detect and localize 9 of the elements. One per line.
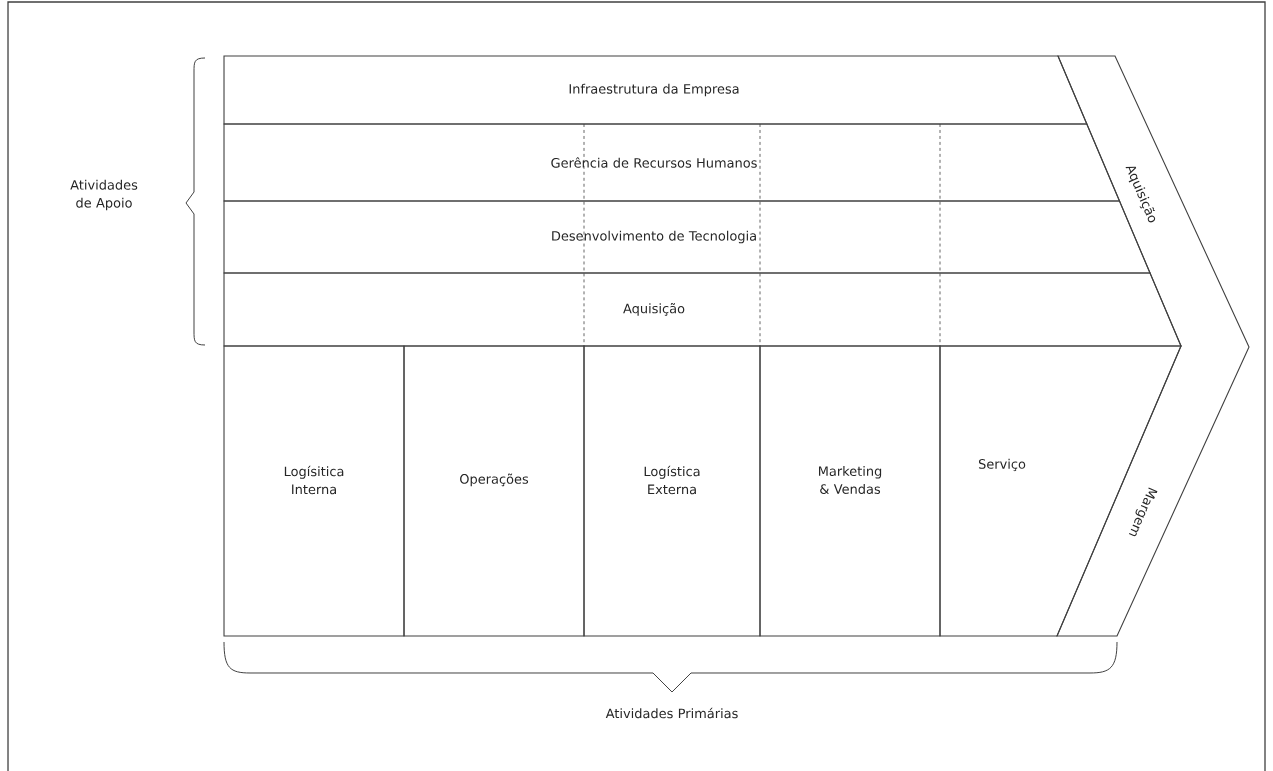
primary-activity-box: Operações	[403, 345, 585, 637]
primary-activity-box: Logística Externa	[583, 345, 761, 637]
support-activity-row: Infraestrutura da Empresa	[223, 55, 1088, 125]
primary-activity-box: Marketing & Vendas	[759, 345, 941, 637]
brace-label: Atividades Primárias	[605, 707, 738, 719]
brace-label: Atividades de Apoio	[70, 179, 138, 211]
primary-activity-box: Logísitica Interna	[223, 345, 405, 637]
support-activity-row: Aquisição	[223, 272, 1182, 347]
support-activity-row: Gerência de Recursos Humanos	[223, 123, 1121, 202]
